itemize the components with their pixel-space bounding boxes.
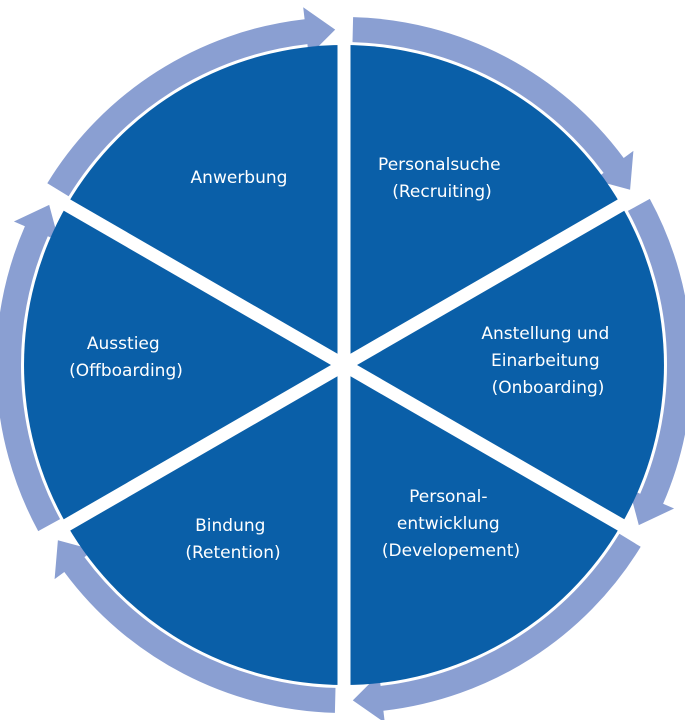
segment-attraction: [66, 45, 345, 365]
separator-line: [23, 176, 348, 371]
separator-line: [340, 176, 665, 371]
segment-label-recruiting: Personalsuche (Recruiting): [378, 155, 506, 202]
cycle-arrow-ring: [0, 7, 685, 720]
segment-label-onboarding: Anstellung und Einarbeitung (Onboarding): [481, 324, 614, 398]
center-hub: [336, 357, 352, 373]
separator-line: [23, 359, 348, 554]
segment-recruiting: [344, 45, 622, 365]
cycle-arrow-recruiting: [352, 17, 634, 190]
segment-retention: [66, 365, 345, 685]
segment-separators: [23, 0, 665, 720]
segment-labels: Personalsuche (Recruiting) Anstellung un…: [69, 155, 614, 563]
cycle-arrow-attraction: [47, 7, 336, 197]
cycle-arrow-offboarding: [0, 204, 61, 532]
segment-label-retention: Bindung (Retention): [185, 516, 280, 563]
cycle-arrow-development: [352, 533, 641, 720]
segment-onboarding: [344, 205, 664, 525]
segment-label-attraction: Anwerbung: [191, 168, 288, 188]
cycle-arrow-onboarding: [627, 198, 685, 526]
segment-label-offboarding: Ausstieg (Offboarding): [69, 334, 183, 381]
segment-offboarding: [24, 205, 344, 525]
cycle-arrow-retention: [54, 540, 336, 713]
cycle-segments: [24, 45, 664, 685]
separator-line: [340, 359, 665, 554]
segment-label-development: Personal- entwicklung (Developement): [382, 487, 520, 561]
segment-development: [344, 365, 622, 685]
